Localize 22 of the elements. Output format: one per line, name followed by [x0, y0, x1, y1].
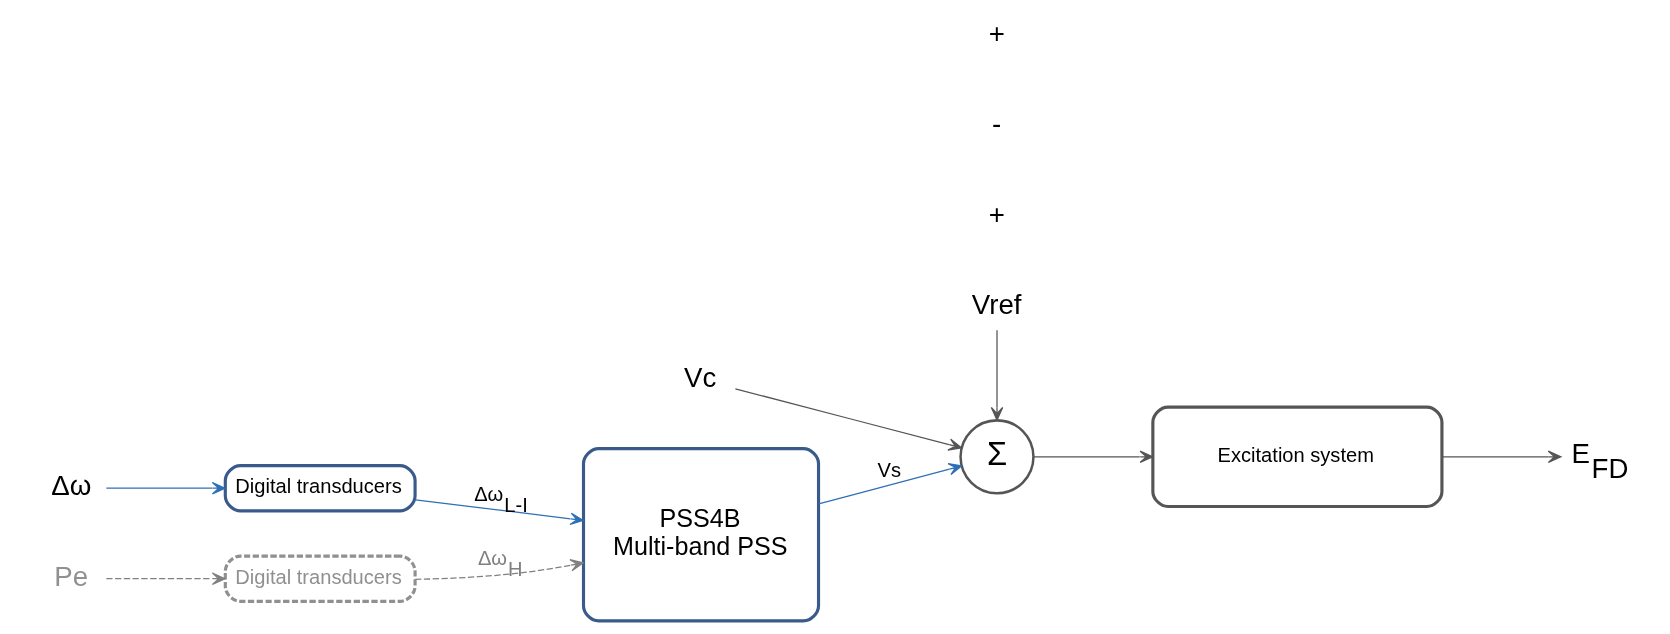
node-text: Pe	[53, 560, 88, 592]
arrow	[105, 572, 226, 586]
arrow	[1032, 450, 1153, 464]
node-box: Digital transducers	[223, 464, 417, 513]
arrow	[1440, 450, 1562, 464]
edge-label: Vs	[877, 458, 901, 481]
node-box: Digital transducers	[223, 554, 417, 603]
node-text: Vref	[971, 289, 1022, 321]
node-box: PSS4B Multi-band PSS	[581, 447, 820, 623]
arrow	[817, 463, 962, 505]
arrow	[414, 559, 584, 580]
node-text: Δω	[50, 470, 91, 502]
node-circle: Σ	[958, 419, 1035, 495]
label: +	[988, 198, 1005, 230]
arrow	[414, 499, 584, 526]
node-text: Vc	[683, 362, 716, 394]
arrow	[990, 329, 1003, 421]
arrow	[734, 388, 962, 451]
arrow	[105, 481, 226, 495]
label: -	[991, 108, 1001, 140]
node-box: Excitation system	[1150, 405, 1443, 509]
label: +	[988, 17, 1005, 49]
